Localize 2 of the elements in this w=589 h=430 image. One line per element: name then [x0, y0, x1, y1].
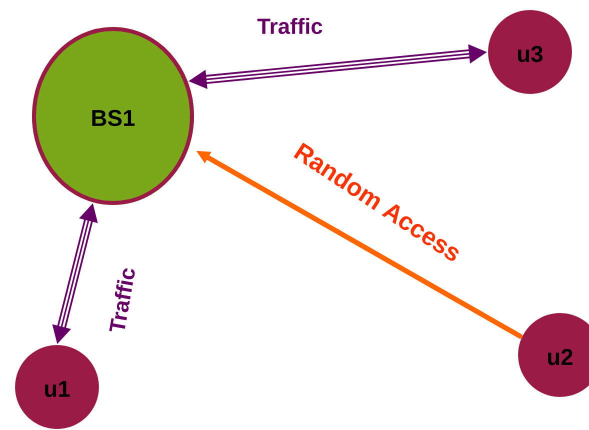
edge-label: Traffic — [109, 268, 135, 332]
edge-label: Traffic — [257, 18, 322, 34]
